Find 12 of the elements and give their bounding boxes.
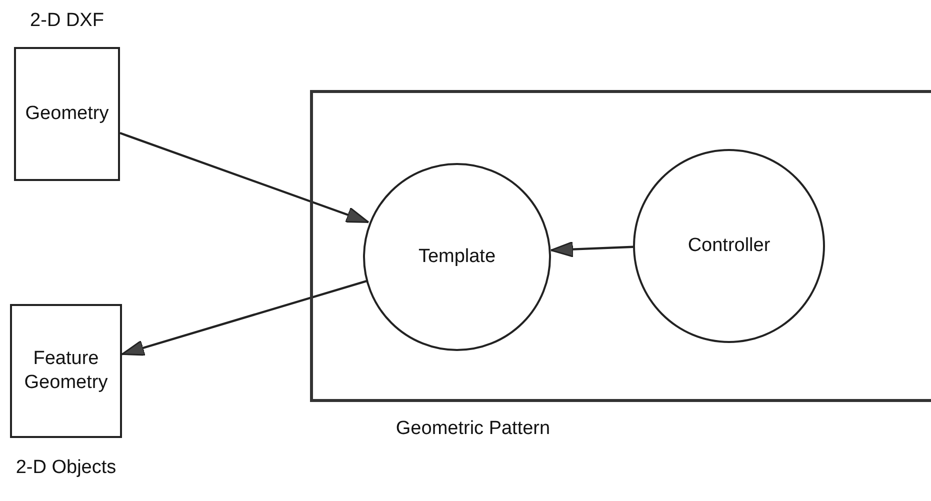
node-label: Geometry bbox=[25, 102, 109, 126]
process-circle bbox=[363, 163, 551, 351]
node-label: Template bbox=[418, 245, 496, 269]
process-circle bbox=[633, 149, 825, 343]
arrow bbox=[121, 280, 368, 356]
node-label: Controller bbox=[688, 234, 770, 258]
arrow bbox=[550, 241, 634, 258]
arrow bbox=[120, 132, 370, 224]
caption-label: Geometric Pattern bbox=[396, 417, 550, 441]
caption-label: 2-D DXF bbox=[30, 9, 104, 33]
caption-label: 2-D Objects bbox=[16, 456, 116, 480]
node-label: Feature Geometry bbox=[23, 347, 109, 395]
